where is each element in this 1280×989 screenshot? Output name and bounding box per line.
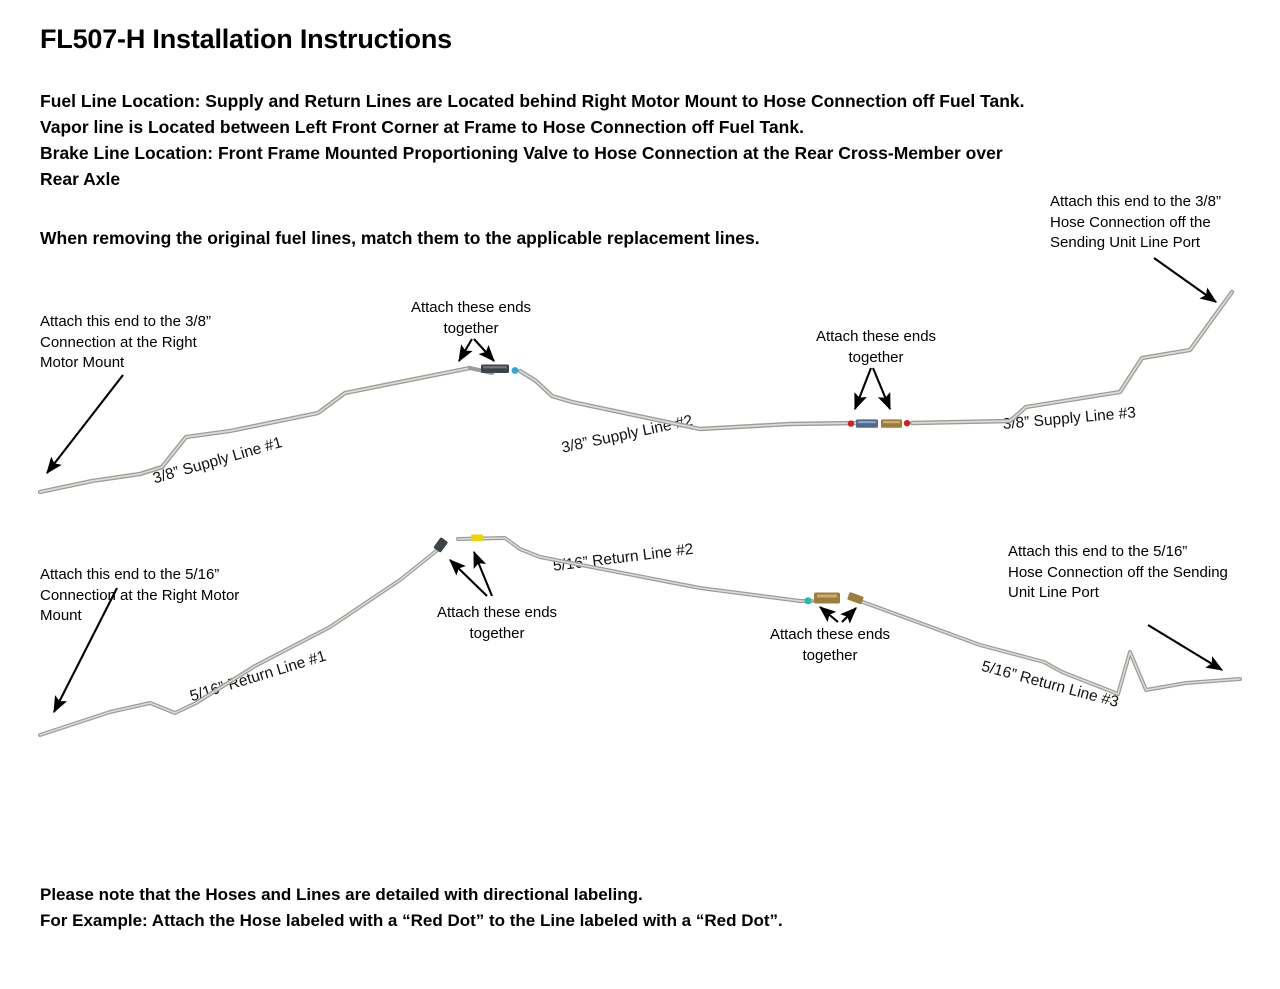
supply-mid-annotation: Attach these ends together (400, 298, 542, 339)
footer-note: Please note that the Hoses and Lines are… (40, 882, 783, 934)
page-title: FL507-H Installation Instructions (40, 24, 452, 54)
return-3-brass-fitting (847, 592, 864, 605)
supply-mid-annotation-line-1: Attach these ends (410, 299, 532, 316)
return-left-annotation: Attach this end to the 5/16” Connection … (40, 565, 239, 627)
return-right-annotation-line-1: Attach this end to the 5/16” (1008, 543, 1188, 560)
return-mid-annotation-line-2: together (469, 624, 525, 642)
supply-right-annotation-line-1: Attach this end to the 3/8” (1050, 193, 1221, 210)
return-right-annotation: Attach this end to the 5/16” Hose Connec… (1008, 542, 1228, 604)
supply-line-2-label: 3/8” Supply Line #2 (560, 412, 695, 457)
return-mid-annotation-line-1: Attach these ends (436, 604, 558, 621)
supply-right-annotation: Attach this end to the 3/8” Hose Connect… (1050, 192, 1221, 254)
supply-mid-arrow-a (458, 338, 473, 363)
return-line-2-label: 5/16” Return Line #2 (552, 540, 695, 575)
return-line-1-label: 5/16” Return Line #1 (188, 647, 329, 706)
supply-right-mid-annotation: Attach these ends together (806, 327, 946, 368)
supply-right-mid-arrow-b (872, 367, 891, 411)
supply-2-fitting (481, 364, 509, 373)
supply-mid-arrow-b (473, 338, 495, 362)
return-left-annotation-line-1: Attach this end to the 5/16” (40, 566, 220, 583)
return-right-annotation-line-3: Unit Line Port (1008, 584, 1099, 601)
supply-left-annotation-line-1: Attach this end to the 3/8” (40, 313, 211, 330)
yellow-dot-marker (471, 534, 483, 541)
supply-right-mid-annotation-line-2: together (848, 348, 904, 366)
return-left-annotation-line-3: Mount (40, 607, 82, 624)
return-line-3-label: 5/16” Return Line #3 (979, 658, 1121, 711)
teal-dot-marker (804, 597, 812, 605)
supply-left-arrow (46, 374, 124, 474)
supply-mid-annotation-line-2: together (443, 319, 499, 337)
return-mid-arrow-a (449, 559, 488, 597)
intro-line-1: Fuel Line Location: Supply and Return Li… (40, 91, 1025, 111)
footer-line-2: For Example: Attach the Hose labeled wit… (40, 911, 783, 930)
red-dot-marker-right (903, 420, 911, 427)
intro-line-3: Brake Line Location: Front Frame Mounted… (40, 143, 1003, 163)
supply-right-mid-arrow-a (854, 367, 872, 411)
supply-right-arrow (1153, 257, 1218, 303)
red-dot-marker-left (847, 420, 855, 427)
return-right-mid-annotation-line-2: together (802, 646, 858, 664)
intro-line-4: Rear Axle (40, 169, 121, 189)
return-2-brass-fitting (814, 592, 840, 604)
return-mid-arrow-b (473, 550, 493, 597)
return-right-mid-arrow-b (840, 607, 857, 624)
supply-right-annotation-line-2: Hose Connection off the (1050, 213, 1211, 231)
supply-line-1-label: 3/8” Supply Line #1 (151, 434, 285, 488)
supply-right-mid-annotation-line-1: Attach these ends (815, 328, 937, 345)
return-right-annotation-line-2: Hose Connection off the Sending (1008, 563, 1228, 581)
return-right-mid-annotation-line-1: Attach these ends (769, 626, 891, 643)
blue-dot-marker (511, 367, 519, 374)
return-mid-annotation: Attach these ends together (424, 603, 570, 644)
supply-line-3-label: 3/8” Supply Line #3 (1002, 404, 1137, 433)
return-1-end-fitting (433, 537, 448, 553)
supply-left-annotation-line-3: Motor Mount (40, 354, 125, 371)
supply-right-annotation-line-3: Sending Unit Line Port (1050, 234, 1201, 251)
return-right-mid-arrow-a (819, 606, 839, 623)
supply-3-brass-fitting (881, 419, 902, 428)
footer-line-1: Please note that the Hoses and Lines are… (40, 885, 643, 904)
match-note: When removing the original fuel lines, m… (40, 228, 760, 248)
supply-line-1-tube (37, 365, 495, 495)
intro-line-2: Vapor line is Located between Left Front… (40, 117, 804, 137)
return-right-mid-annotation: Attach these ends together (760, 625, 900, 666)
return-right-arrow (1147, 624, 1224, 671)
supply-left-annotation: Attach this end to the 3/8” Connection a… (40, 312, 211, 374)
supply-2-right-fitting-group (847, 419, 878, 428)
return-left-annotation-line-2: Connection at the Right Motor (40, 586, 240, 604)
intro-paragraph: Fuel Line Location: Supply and Return Li… (40, 88, 1220, 192)
supply-left-annotation-line-2: Connection at the Right (40, 333, 197, 351)
